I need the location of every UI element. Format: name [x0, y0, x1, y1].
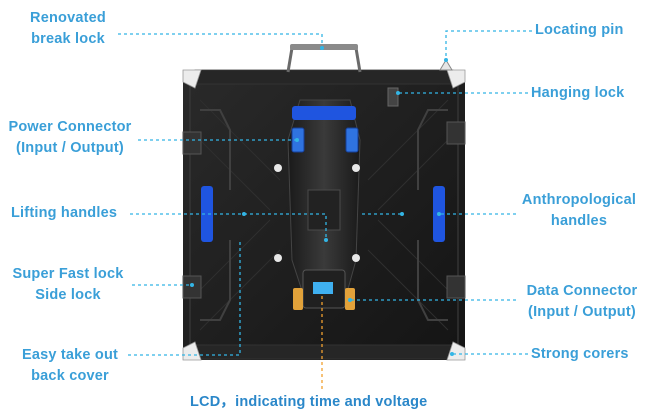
easy-line2: back cover — [31, 368, 109, 384]
data-line1: Data Connector — [526, 283, 638, 299]
mount-brackets — [274, 164, 360, 262]
power-connector-2 — [345, 127, 359, 153]
lcd-screen — [313, 282, 333, 294]
label-power-connector: Power Connector (Input / Output) — [2, 117, 138, 159]
label-locating-pin: Locating pin — [535, 22, 624, 38]
label-super-fast-lock: Super Fast lock Side lock — [6, 264, 130, 306]
label-hanging-lock: Hanging lock — [531, 85, 625, 101]
break-lock-handle — [286, 44, 362, 73]
label-lifting-handles: Lifting handles — [11, 205, 118, 221]
hanging-lock — [387, 87, 399, 107]
label-lcd: LCD，indicating time and voltage — [190, 394, 428, 410]
label-renovated-break-lock: Renovated break lock — [18, 8, 118, 50]
data-line2: (Input / Output) — [528, 304, 636, 320]
power-line2: (Input / Output) — [16, 140, 124, 156]
label-strong-corners: Strong corers — [531, 346, 629, 362]
leader-dots — [190, 46, 454, 356]
locating-pin — [439, 59, 453, 71]
anthropological-line1: Anthropological — [521, 192, 637, 208]
leader-lines — [118, 30, 532, 356]
superfast-line2: Side lock — [35, 287, 101, 303]
label-data-connector: Data Connector (Input / Output) — [518, 281, 646, 323]
easy-line1: Easy take out — [21, 347, 119, 363]
label-easy-take-out: Easy take out back cover — [14, 345, 126, 387]
superfast-line1: Super Fast lock — [12, 266, 124, 282]
data-connector-left — [293, 288, 303, 310]
left-lifting-handle — [201, 186, 213, 242]
anthropological-line2: handles — [550, 213, 608, 229]
power-line1: Power Connector — [8, 119, 132, 135]
label-anthropological-handles: Anthropological handles — [518, 190, 640, 232]
top-blue-handle — [292, 106, 356, 120]
renovated-line2: break lock — [31, 31, 105, 47]
side-lock-left — [182, 131, 202, 299]
renovated-line1: Renovated — [30, 10, 106, 26]
side-lock-right — [446, 121, 466, 299]
